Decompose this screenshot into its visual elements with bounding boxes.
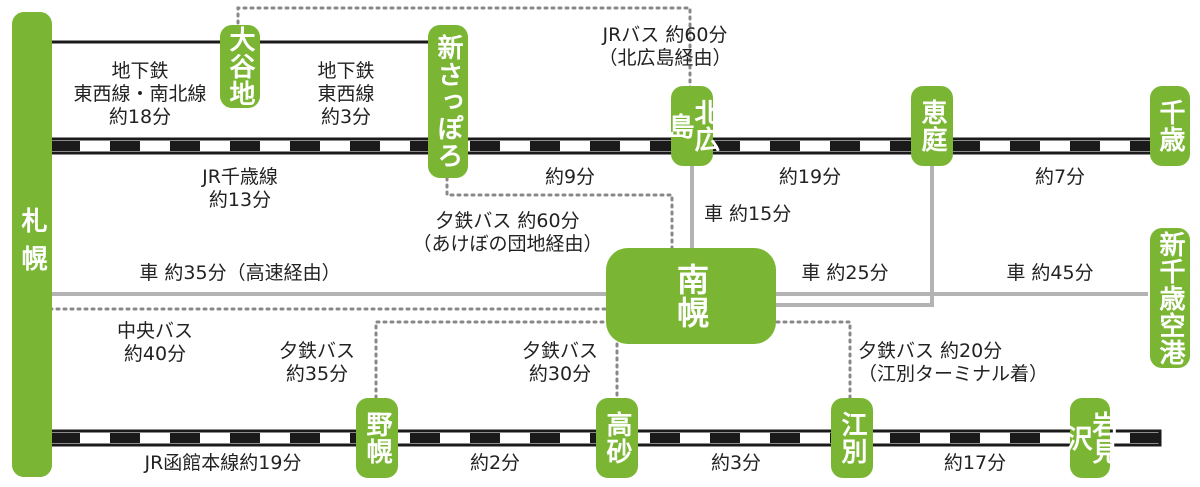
label-yutetsu-20-line1: 夕鉄バス 約20分	[858, 340, 1003, 362]
station-shin-sapporo-label: 新さっぽろ	[433, 34, 463, 169]
station-minami-horoshiri: 南幌	[606, 248, 776, 344]
station-chitose-label: 千歳	[1155, 99, 1185, 153]
label-jr-bus-line2: （北広島経由）	[598, 46, 732, 69]
station-iwamizawa: 岩見沢	[1062, 398, 1118, 478]
station-shin-sapporo: 新さっぽろ	[428, 25, 468, 178]
label-subway-tozai-namboku-line3: 約18分	[108, 105, 172, 128]
label-yutetsu-20-line2: （江別ターミナル着）	[858, 362, 1049, 385]
label-yutetsu-35-line1: 夕鉄バス	[278, 340, 355, 362]
label-jr-chitose-line2: 約13分	[208, 188, 272, 211]
label-car-45: 車 約45分	[1006, 262, 1094, 284]
label-yutetsu-35: 夕鉄バス 約35分	[262, 340, 372, 386]
station-kitahiroshima-label: 北広島	[664, 99, 720, 153]
station-shin-chitose-airport: 新千歳空港	[1150, 228, 1190, 368]
label-subway-tozai-namboku-line2: 東西線・南北線	[73, 82, 207, 105]
label-time-19: 約19分	[778, 166, 842, 188]
label-time-3: 約3分	[710, 452, 762, 474]
station-iwamizawa-label: 岩見沢	[1062, 411, 1118, 465]
label-jr-bus-line1: JRバス 約60分	[602, 24, 728, 46]
label-time-7: 約7分	[1034, 166, 1086, 188]
station-chitose: 千歳	[1150, 86, 1190, 166]
label-yutetsu-35-line2: 約35分	[285, 362, 349, 385]
road-eniwa-minami	[775, 164, 934, 307]
station-takasago-label: 高砂	[602, 411, 632, 465]
station-ebetsu: 江別	[831, 398, 873, 478]
label-time-2: 約2分	[469, 452, 521, 474]
station-eniwa: 恵庭	[911, 86, 953, 166]
station-nopporo-label: 野幌	[362, 411, 392, 465]
label-yutetsu-akebono: 夕鉄バス 約60分 （あけぼの団地経由）	[400, 210, 615, 256]
label-yutetsu-30: 夕鉄バス 約30分	[505, 340, 615, 386]
label-yutetsu-akebono-line1: 夕鉄バス 約60分	[435, 210, 580, 232]
label-subway-tozai-namboku-line1: 地下鉄	[111, 60, 169, 82]
label-car-15: 車 約15分	[704, 203, 792, 225]
label-subway-tozai-line1: 地下鉄	[317, 60, 375, 82]
label-jr-chitose-line1: JR千歳線	[202, 166, 278, 188]
label-yutetsu-20: 夕鉄バス 約20分 （江別ターミナル着）	[858, 340, 1048, 386]
label-yutetsu-30-line2: 約30分	[528, 362, 592, 385]
station-sapporo-label: 札幌	[17, 206, 47, 283]
station-eniwa-label: 恵庭	[917, 99, 947, 153]
label-car-35: 車 約35分（高速経由）	[139, 262, 341, 284]
station-shin-chitose-airport-label: 新千歳空港	[1155, 230, 1185, 366]
station-kitahiroshima: 北広島	[664, 86, 720, 166]
station-minami-horoshiri-label: 南幌	[672, 263, 710, 329]
jr-bus-route	[236, 6, 692, 92]
label-car-25: 車 約25分	[801, 262, 889, 284]
label-chuo-bus-line2: 約40分	[123, 342, 187, 365]
yutetsu-ebetsu-route	[775, 320, 852, 400]
station-takasago: 高砂	[596, 398, 638, 478]
yutetsu-akebono-route	[445, 176, 674, 250]
label-jr-chitose-line: JR千歳線 約13分	[180, 166, 300, 212]
label-subway-tozai-namboku: 地下鉄 東西線・南北線 約18分	[65, 60, 215, 128]
label-subway-tozai-line3: 約3分	[320, 105, 372, 128]
label-yutetsu-30-line1: 夕鉄バス	[521, 340, 598, 362]
station-sapporo: 札幌	[12, 12, 52, 477]
station-oyachi-label: 大谷地	[225, 26, 255, 107]
label-time-17: 約17分	[943, 452, 1007, 474]
label-subway-tozai: 地下鉄 東西線 約3分	[286, 60, 406, 128]
label-jr-hakodate: JR函館本線約19分	[144, 452, 302, 474]
station-oyachi: 大谷地	[220, 25, 260, 108]
jr-chitose-rail	[48, 137, 1160, 155]
label-jr-bus-kitahiroshima: JRバス 約60分 （北広島経由）	[570, 24, 760, 70]
label-chuo-bus-line1: 中央バス	[116, 320, 193, 342]
label-time-9: 約9分	[544, 166, 596, 188]
label-yutetsu-akebono-line2: （あけぼの団地経由）	[412, 232, 603, 255]
station-ebetsu-label: 江別	[837, 411, 867, 465]
label-chuo-bus: 中央バス 約40分	[95, 320, 215, 366]
label-subway-tozai-line2: 東西線	[317, 82, 375, 105]
yutetsu-nopporo-route	[374, 320, 608, 400]
station-nopporo: 野幌	[356, 398, 398, 478]
